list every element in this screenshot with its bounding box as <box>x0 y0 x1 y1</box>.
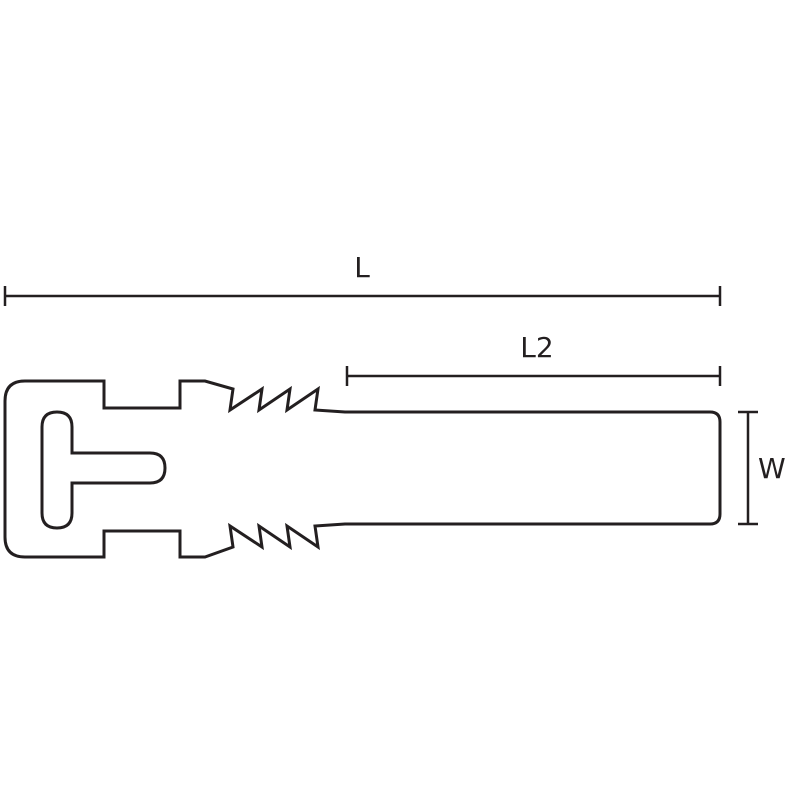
length2-label: L2 <box>520 331 553 364</box>
dimension-length2: L2 <box>345 331 722 386</box>
length-label: L <box>354 251 370 284</box>
width-label: W <box>758 452 786 485</box>
dimension-width: W <box>738 410 786 526</box>
head-slot <box>40 410 167 530</box>
cable-tie-outline <box>3 379 722 559</box>
dimension-length: L <box>3 251 722 306</box>
